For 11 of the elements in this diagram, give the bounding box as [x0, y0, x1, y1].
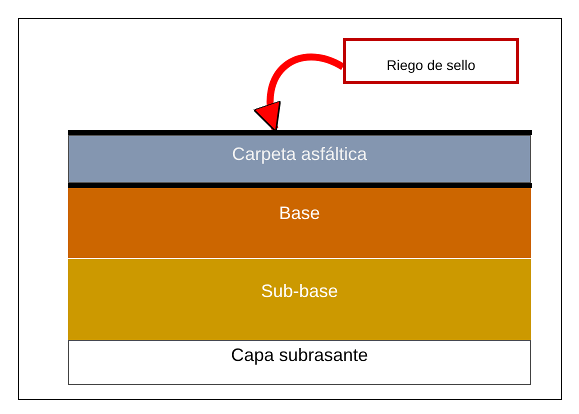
curved-arrow	[254, 54, 345, 133]
layer-label: Carpeta asfáltica	[232, 144, 368, 164]
layer-label: Capa subrasante	[230, 345, 368, 365]
layer-label: Sub-base	[260, 281, 338, 301]
subgrade-layer	[68, 340, 531, 385]
layer-label: Riego de sello	[386, 56, 476, 75]
asphalt-layer	[68, 135, 531, 183]
layer-label: Base	[278, 203, 320, 223]
base-layer	[68, 188, 531, 258]
sub-base-layer	[68, 259, 531, 340]
callout-box	[343, 38, 519, 84]
